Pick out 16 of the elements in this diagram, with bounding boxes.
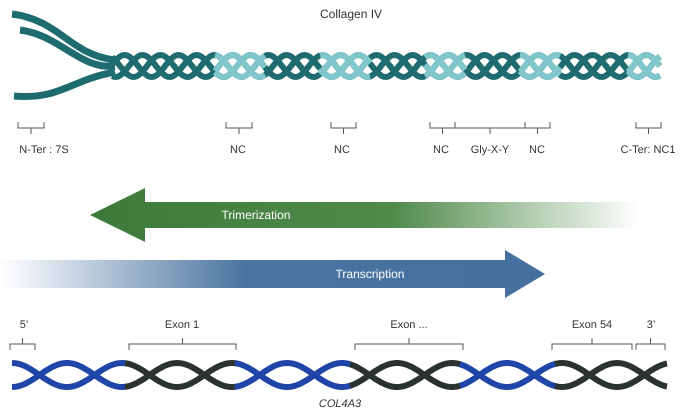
diagram-title: Collagen IV — [320, 6, 382, 23]
region-label: NC — [230, 142, 246, 158]
region-label: 5’ — [20, 318, 28, 333]
region-label: N-Ter : 7S — [19, 142, 69, 158]
region-label: Exon 54 — [572, 318, 612, 333]
region-label: Exon ... — [390, 318, 428, 333]
region-label: Exon 1 — [164, 318, 200, 333]
region-label: 3’ — [646, 318, 656, 333]
region-label: C-Ter: NC1 — [620, 142, 676, 158]
region-label: NC — [334, 142, 350, 158]
gene-name: COL4A3 — [318, 396, 362, 412]
region-label: NC — [433, 142, 449, 158]
arrow-label: Trimerization — [222, 207, 290, 224]
region-label: Gly-X-Y — [470, 142, 510, 158]
region-label: NC — [529, 142, 545, 158]
arrow-label: Transcription — [336, 266, 404, 283]
